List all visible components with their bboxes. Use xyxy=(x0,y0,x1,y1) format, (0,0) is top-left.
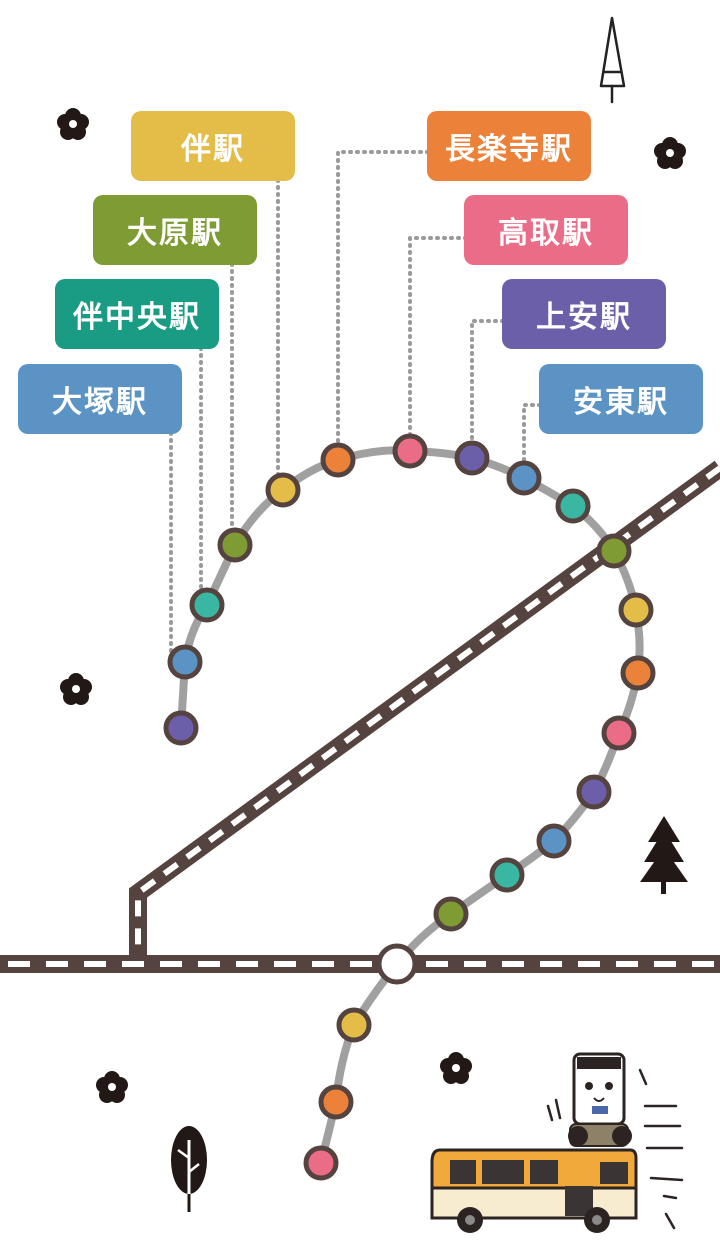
diagonal-railway-dashes xyxy=(135,465,720,964)
stop-green-lower[interactable] xyxy=(433,896,469,932)
station-label-kamiyasu[interactable]: 上安駅 xyxy=(502,279,666,349)
stop-ootsuka-purple[interactable] xyxy=(163,710,199,746)
stop-takatori[interactable] xyxy=(392,433,428,469)
stop-yellow-right[interactable] xyxy=(618,592,654,628)
stop-teal-lower[interactable] xyxy=(489,857,525,893)
stop-ootsuka[interactable] xyxy=(167,644,203,680)
stop-purple-right[interactable] xyxy=(576,774,612,810)
flower-icon xyxy=(440,1052,472,1084)
stop-oohara[interactable] xyxy=(217,527,253,563)
station-label-ootsuka[interactable]: 大塚駅 xyxy=(18,364,182,434)
stop-teal-upper[interactable] xyxy=(555,488,591,524)
station-label-bannaka[interactable]: 伴中央駅 xyxy=(55,279,219,349)
leader-kamiyasu xyxy=(470,319,505,460)
stop-green-junction[interactable] xyxy=(596,533,632,569)
stop-pink-right[interactable] xyxy=(601,715,637,751)
stop-kamiyasu[interactable] xyxy=(454,440,490,476)
compass-arrow-icon xyxy=(599,16,626,104)
bus-mascot-icon xyxy=(430,1052,684,1233)
stop-rail-crossing[interactable] xyxy=(376,943,418,985)
station-label-oohara[interactable]: 大原駅 xyxy=(93,195,257,265)
flower-icon xyxy=(57,108,89,140)
stop-orange-right[interactable] xyxy=(620,655,656,691)
railway-lines xyxy=(0,460,720,973)
flower-icon xyxy=(60,673,92,705)
bus-stops xyxy=(163,433,656,1181)
stop-orange-lower[interactable] xyxy=(318,1084,354,1120)
flower-icon xyxy=(654,137,686,169)
flower-icon xyxy=(96,1071,128,1103)
leader-lines xyxy=(169,150,542,664)
station-label-nagaraku[interactable]: 長楽寺駅 xyxy=(427,111,591,181)
stop-ban[interactable] xyxy=(265,472,301,508)
leader-takatori xyxy=(408,236,468,453)
tree-icon xyxy=(640,816,688,894)
stop-pink-lower[interactable] xyxy=(303,1145,339,1181)
stop-yellow-lower[interactable] xyxy=(336,1007,372,1043)
stop-nagaraku[interactable] xyxy=(320,442,356,478)
station-label-takatori[interactable]: 高取駅 xyxy=(464,195,628,265)
station-label-yasuhigashi[interactable]: 安東駅 xyxy=(539,364,703,434)
stop-blue-right[interactable] xyxy=(536,823,572,859)
tree-icon xyxy=(171,1126,207,1212)
stop-yasuhigashi[interactable] xyxy=(506,460,542,496)
stop-bannaka[interactable] xyxy=(189,587,225,623)
station-label-ban[interactable]: 伴駅 xyxy=(131,111,295,181)
leader-nagaraku xyxy=(336,150,430,462)
leader-yasuhigashi xyxy=(522,403,542,480)
flower-icons xyxy=(57,108,686,1103)
